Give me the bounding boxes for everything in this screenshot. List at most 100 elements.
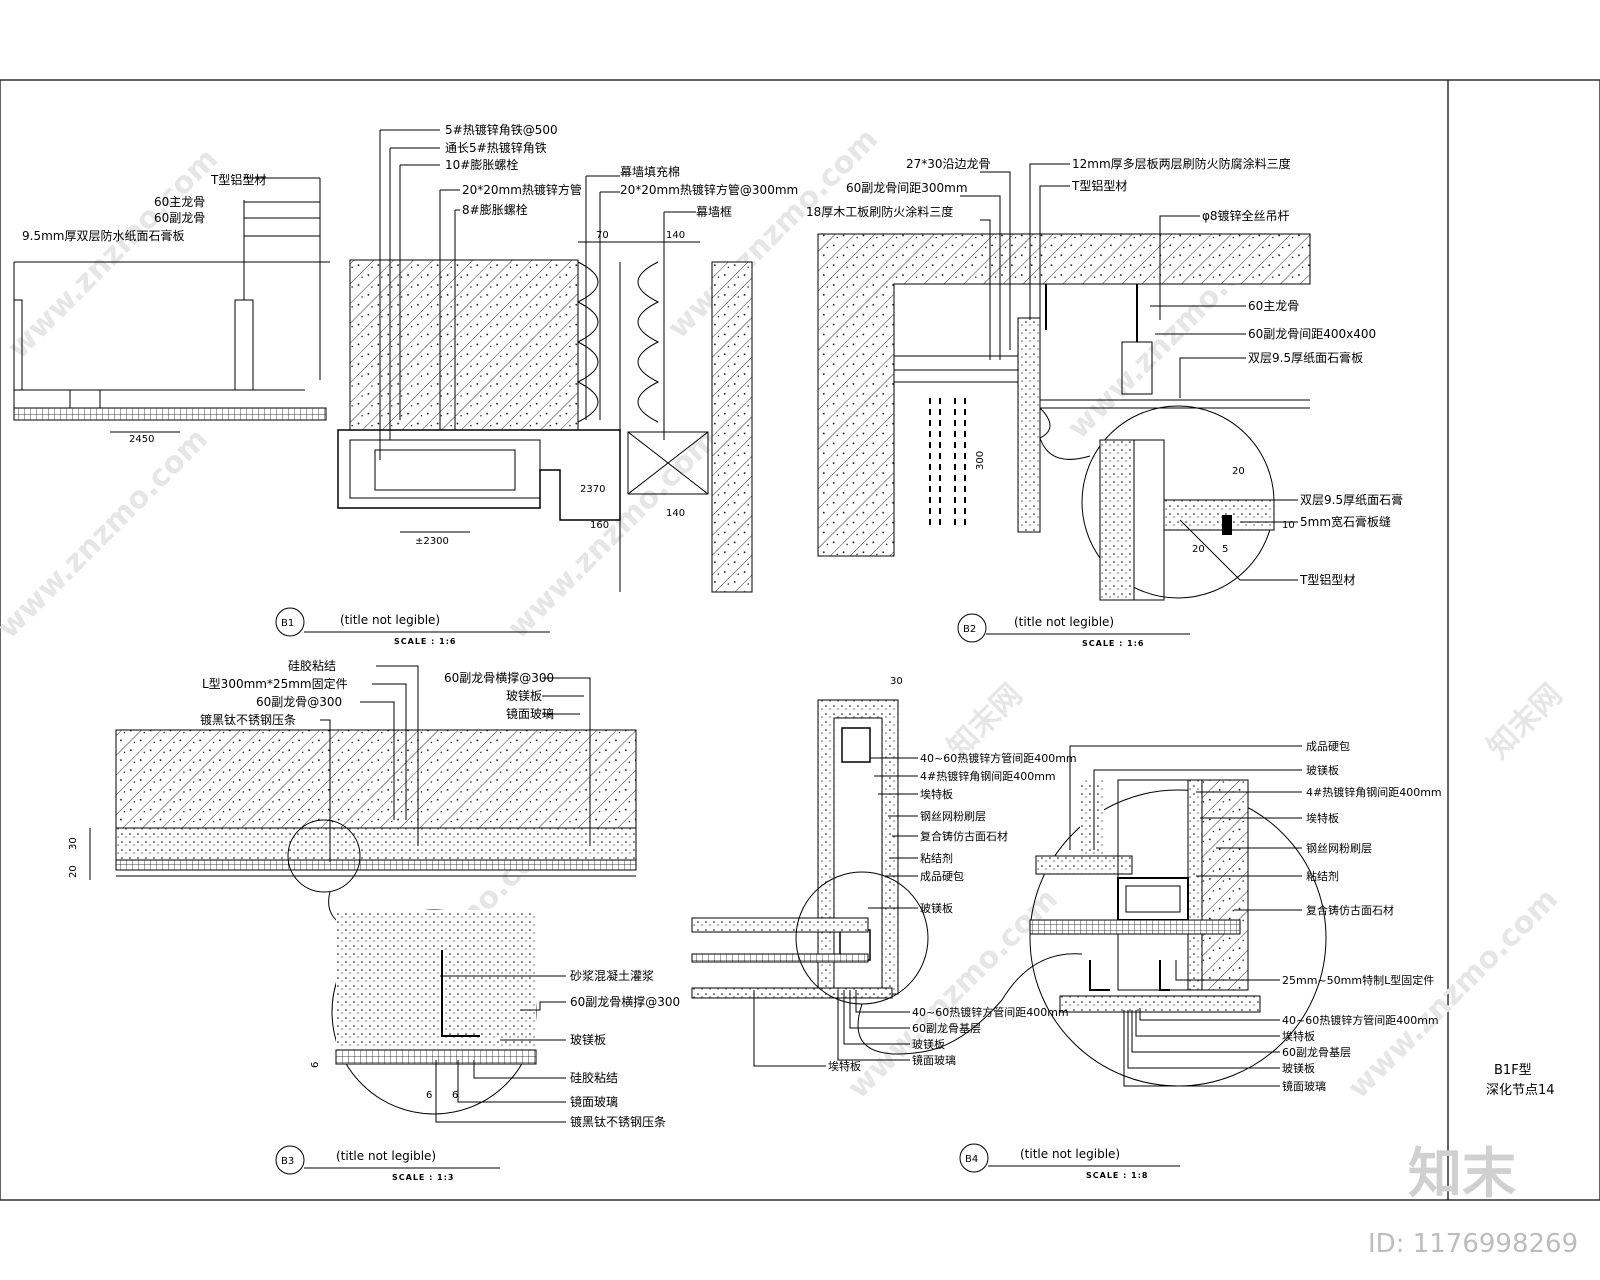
label-b4-l8: 40~60热镀锌方管间距400mm — [912, 1005, 1069, 1019]
label-l-fixer: L型300mm*25mm固定件 — [202, 676, 348, 691]
label-b4-r4: 钢丝网粉刷层 — [1306, 842, 1372, 855]
label-grout: 砂浆混凝土灌浆 — [570, 968, 654, 983]
label-curtain-wall-frame: 幕墙框 — [696, 205, 732, 219]
label-t-al-b2: T型铝型材 — [1071, 178, 1127, 193]
b4-right-labels: 成品硬包 玻镁板 4#热镀锌角钢间距400mm 埃特板 钢丝网粉刷层 粘结剂 复… — [1069, 740, 1442, 1093]
watermark-text: www.znzmo.com — [501, 422, 725, 646]
panel-b3-scale: SCALE : 1:3 — [392, 1173, 455, 1182]
label-gypsum-board: 9.5mm厚双层防水纸面石膏板 — [22, 228, 184, 243]
concrete-slab-column — [817, 233, 1311, 557]
label-main-keel-b2: 60主龙骨 — [1248, 299, 1299, 313]
panel-b1-title: (title not legible) — [340, 613, 440, 627]
label-b4-r3: 埃特板 — [1306, 811, 1339, 825]
panel-b2-title: (title not legible) — [1014, 615, 1114, 629]
watermark-text: www.znzmo.com — [1, 142, 225, 366]
label-b4-l1: 4#热镀锌角钢间距400mm — [920, 769, 1056, 783]
label-b4-l4: 复合铸仿古面石材 — [920, 829, 1008, 843]
panel-b3-title: (title not legible) — [336, 1149, 436, 1163]
title-block-line1: B1F型 — [1494, 1063, 1532, 1078]
panel-b2: 300 20 20 5 10 27*30沿边龙骨 60副龙骨间距300mm 18… — [806, 156, 1403, 648]
dim-20: 20 — [1232, 466, 1245, 477]
dim-6c: 6 — [452, 1090, 458, 1101]
panel-b2-scale: SCALE : 1:6 — [1082, 639, 1145, 648]
label-mirror-glass: 镜面玻璃 — [506, 706, 554, 721]
label-multilayer-board: 12mm厚多层板两层刷防火防腐涂料三度 — [1072, 156, 1291, 171]
label-silicone: 硅胶粘结 — [288, 658, 336, 673]
dim-6a: 6 — [310, 1062, 321, 1068]
dim-10: 10 — [1282, 520, 1295, 531]
ceiling-finish — [13, 407, 327, 421]
label-b4-l10: 玻镁板 — [912, 1037, 945, 1051]
watermark-text: 知末网 — [1481, 677, 1569, 765]
label-b4-r12: 镜面玻璃 — [1282, 1079, 1326, 1093]
image-id: ID: 1176998269 — [1368, 1229, 1578, 1259]
label-t-al-profile: T型铝型材 — [210, 172, 266, 187]
label-b4-r7: 25mm~50mm特制L型固定件 — [1282, 973, 1434, 987]
label-b4-r11: 玻镁板 — [1282, 1061, 1315, 1075]
dim-2370: 2370 — [580, 484, 605, 495]
label-b4-l3: 钢丝网粉刷层 — [920, 810, 986, 823]
label-sub-keel-300: 60副龙骨间距300mm — [846, 181, 968, 195]
label-b4-r0: 成品硬包 — [1306, 740, 1350, 753]
dim-140b: 140 — [666, 508, 685, 519]
dim-30-b4: 30 — [890, 676, 903, 687]
label-brace-detail: 60副龙骨横撑@300 — [570, 994, 680, 1009]
label-b4-l11: 镜面玻璃 — [912, 1053, 956, 1067]
label-b4-r9: 埃特板 — [1282, 1029, 1315, 1043]
sheet-border — [0, 79, 1600, 1201]
brand-logo-text: 知末 — [1408, 1142, 1516, 1205]
label-expansion-bolt-8: 8#膨胀螺栓 — [462, 202, 528, 217]
label-b4-r6: 复合铸仿古面石材 — [1306, 903, 1394, 917]
label-b4-l7: 玻镁板 — [920, 901, 953, 915]
dim-30: 30 — [68, 837, 79, 850]
watermark-text: www.znzmo.com — [0, 422, 215, 646]
dim-160: 160 — [590, 520, 609, 531]
panel-b1-tag: B1 — [281, 618, 294, 629]
panel-b3: 30 20 6 6 6 硅胶粘结 L型300mm*25mm固定件 60副龙骨@3… — [68, 658, 680, 1182]
label-b4-l2: 埃特板 — [920, 787, 953, 801]
label-gypsum-joint: 5mm宽石膏板缝 — [1300, 514, 1391, 529]
label-b4-l5: 粘结剂 — [920, 851, 953, 865]
label-mgo-detail: 玻镁板 — [570, 1033, 606, 1047]
dim-5: 5 — [1222, 544, 1228, 555]
label-mgo-board: 玻镁板 — [506, 689, 542, 703]
label-b4-r8: 40~60热镀锌方管间距400mm — [1282, 1013, 1439, 1027]
dim-140: 140 — [666, 230, 685, 241]
label-b4-l9: 60副龙骨基层 — [912, 1022, 981, 1035]
label-b4-r2: 4#热镀锌角钢间距400mm — [1306, 785, 1442, 799]
label-b4-l0: 40~60热镀锌方管间距400mm — [920, 751, 1077, 765]
concrete-slab-b3 — [115, 729, 637, 829]
label-square-tube-300: 20*20mm热镀锌方管@300mm — [620, 182, 798, 197]
label-double-gypsum: 双层9.5厚纸面石膏板 — [1248, 350, 1363, 365]
dim-elev-2300: ±2300 — [415, 536, 449, 547]
label-plywood: 18厚木工板刷防火涂料三度 — [806, 204, 953, 219]
panel-b4-tag: B4 — [965, 1154, 978, 1165]
insulation-loops — [576, 261, 660, 423]
label-sub-keel-brace: 60副龙骨横撑@300 — [444, 670, 554, 685]
panel-b3-tag: B3 — [281, 1156, 294, 1167]
dim-20-b3: 20 — [68, 865, 79, 878]
panel-b1-scale: SCALE : 1:6 — [394, 637, 457, 646]
dim-2450: 2450 — [129, 434, 154, 445]
dim-6b: 6 — [426, 1090, 432, 1101]
label-silicone-detail: 硅胶粘结 — [570, 1070, 618, 1085]
dim-20b: 20 — [1192, 544, 1205, 555]
label-through-angle-iron: 通长5#热镀锌角铁 — [445, 141, 547, 155]
label-strip-detail: 镀黑钛不锈钢压条 — [570, 1114, 666, 1129]
label-mirror-detail: 镜面玻璃 — [570, 1094, 618, 1109]
label-sub-keel-400: 60副龙骨间距400x400 — [1248, 327, 1376, 341]
panel-b4-scale: SCALE : 1:8 — [1086, 1171, 1149, 1180]
label-expansion-bolt-10: 10#膨胀螺栓 — [445, 157, 518, 172]
label-t-al-detail: T型铝型材 — [1299, 572, 1355, 587]
label-b4-l6: 成品硬包 — [920, 870, 964, 883]
dim-300: 300 — [975, 451, 986, 470]
label-angle-iron-500: 5#热镀锌角铁@500 — [445, 123, 558, 137]
label-sub-keel: 60副龙骨 — [154, 211, 205, 225]
label-b4-r10: 60副龙骨基层 — [1282, 1046, 1351, 1059]
label-double-gypsum-detail: 双层9.5厚纸面石膏 — [1300, 492, 1403, 507]
label-b4-r1: 玻镁板 — [1306, 763, 1339, 777]
panel-b4-title: (title not legible) — [1020, 1147, 1120, 1161]
label-b4-l12: 埃特板 — [828, 1059, 861, 1073]
label-square-tube: 20*20mm热镀锌方管 — [462, 182, 582, 197]
